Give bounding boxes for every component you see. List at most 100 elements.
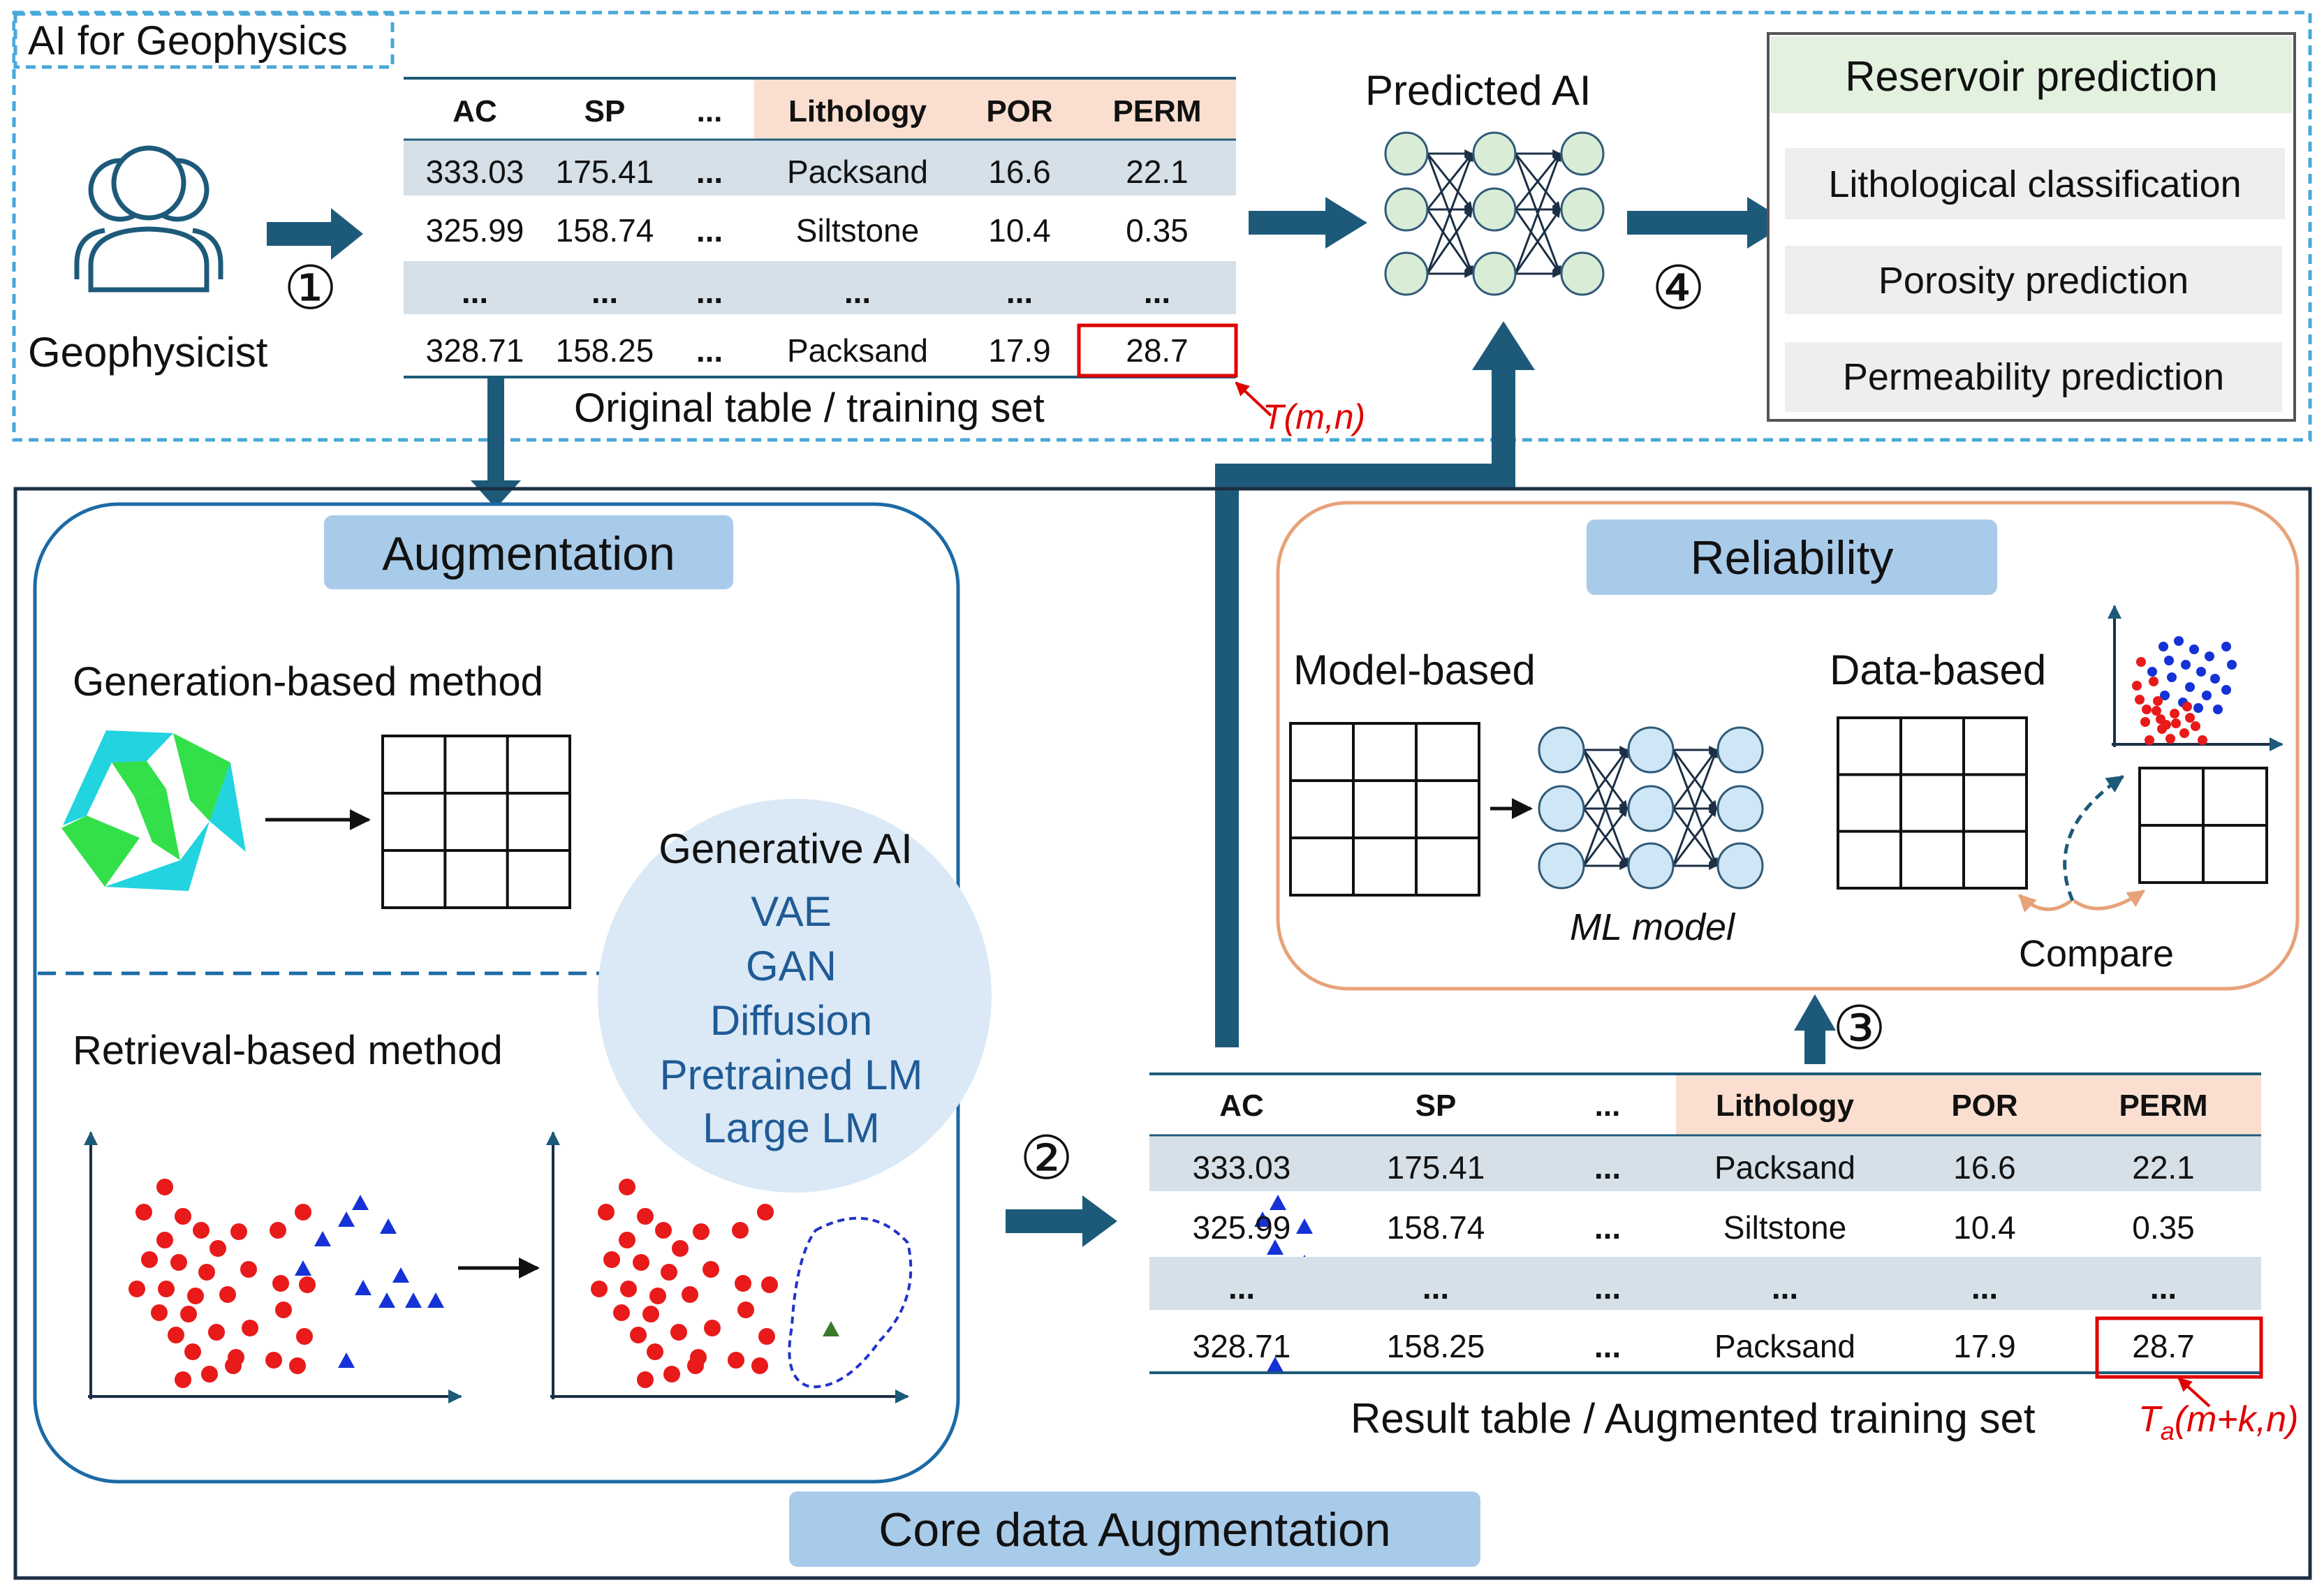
original-table-cell: 328.71 <box>426 332 524 369</box>
red-point <box>598 1204 615 1221</box>
original-table-cell: 158.25 <box>556 332 654 369</box>
red-point <box>151 1304 168 1321</box>
red-point <box>187 1288 204 1304</box>
result-table-cell: 325.99 <box>1193 1209 1291 1246</box>
red-point <box>649 1288 666 1304</box>
network-edge <box>1582 808 1628 867</box>
red-point <box>2140 717 2150 727</box>
network-node <box>1560 187 1605 232</box>
red-point <box>737 1302 754 1318</box>
ml-model-network <box>1538 726 1764 890</box>
green-point <box>823 1321 839 1336</box>
original-table-cell: ... <box>696 332 723 369</box>
grid-border <box>1837 716 2028 890</box>
original-table-cell: 22.1 <box>1126 154 1189 190</box>
result-table-cell: ... <box>1594 1328 1621 1364</box>
result-table-cell: ... <box>1971 1269 1998 1306</box>
original-table-cell: 333.03 <box>426 154 524 190</box>
red-point <box>2171 718 2181 728</box>
generated-table-grid <box>381 735 571 909</box>
red-point <box>209 1240 226 1257</box>
reliability-label-box <box>1587 519 1997 595</box>
red-point <box>2156 714 2165 724</box>
network-node <box>1472 251 1517 296</box>
blue-point <box>1270 1195 1286 1210</box>
original-table-cell: Packsand <box>787 332 928 369</box>
original-table-header-cell: AC <box>453 94 497 128</box>
result-table-cell: ... <box>1228 1269 1255 1306</box>
red-point <box>761 1276 778 1293</box>
red-point <box>751 1357 768 1374</box>
red-point <box>201 1366 218 1383</box>
red-point <box>230 1223 247 1240</box>
blue-point <box>2210 674 2220 684</box>
original-table-header-cell: Lithology <box>788 94 927 128</box>
result-table-cell: 158.74 <box>1387 1209 1485 1246</box>
original-table-cell: Packsand <box>787 154 928 190</box>
comparison-table-grid <box>2138 767 2268 884</box>
step2-arrow <box>1006 1195 1117 1247</box>
original-table-cell: ... <box>696 154 723 190</box>
blue-point <box>1267 1239 1284 1255</box>
scatter-after-axes <box>546 1131 909 1403</box>
step4-marker: ④ <box>1652 255 1705 322</box>
red-point <box>2152 706 2161 716</box>
red-point <box>272 1275 289 1292</box>
generation-method-label: Generation-based method <box>73 659 543 705</box>
red-point <box>2198 735 2207 745</box>
blue-point <box>295 1260 311 1276</box>
red-point <box>2185 713 2195 723</box>
data-based-label: Data-based <box>1830 647 2046 693</box>
red-point <box>630 1327 647 1343</box>
result-table-cell: 16.6 <box>1953 1149 2016 1186</box>
original-table-header-cell: SP <box>584 94 626 128</box>
scatter-before-axes <box>84 1131 462 1403</box>
red-point <box>642 1306 659 1322</box>
augmentation-label: Augmentation <box>382 527 675 580</box>
red-point <box>128 1281 145 1297</box>
red-point <box>289 1357 306 1374</box>
network-edge <box>1426 153 1473 210</box>
result-table-cell: Packsand <box>1714 1149 1855 1186</box>
original-table-cell: 158.74 <box>556 212 654 249</box>
blue-point <box>2205 651 2214 661</box>
result-table-cell: ... <box>1772 1269 1798 1306</box>
genai-item-gan: GAN <box>746 943 837 989</box>
result-table-header-cell: Lithology <box>1716 1089 1854 1123</box>
red-point <box>2153 696 2163 706</box>
result-table-cell: Siltstone <box>1723 1209 1846 1246</box>
red-point <box>198 1264 215 1281</box>
red-point <box>168 1327 184 1343</box>
original-table-cell: 175.41 <box>556 154 654 190</box>
blue-point <box>338 1352 355 1368</box>
red-point <box>2149 677 2158 686</box>
blue-point <box>1254 1211 1271 1227</box>
red-point <box>591 1281 608 1297</box>
network-edge <box>1426 209 1473 274</box>
red-point <box>193 1222 209 1239</box>
red-point <box>184 1343 201 1360</box>
red-point <box>2136 657 2146 667</box>
generative-ai-title: Generative AI <box>659 825 913 872</box>
blue-point <box>2213 705 2223 714</box>
blue-point <box>355 1280 372 1295</box>
result-table-cell: 0.35 <box>2132 1209 2195 1246</box>
result-table-header-cell: PERM <box>2119 1089 2207 1123</box>
red-point <box>647 1343 663 1360</box>
result-table-header-cell: POR <box>1951 1089 2017 1123</box>
generation-logo-icon <box>61 730 246 891</box>
generative-ai-bubble <box>598 799 992 1193</box>
compare-label: Compare <box>2019 933 2174 975</box>
result-caption: Result table / Augmented training set <box>1351 1395 2036 1442</box>
result-table-cell: ... <box>2150 1269 2177 1306</box>
result-table-cell: ... <box>1422 1269 1449 1306</box>
result-target-cell-highlight <box>2095 1316 2263 1379</box>
result-table-cell: 175.41 <box>1387 1149 1485 1186</box>
red-point <box>704 1320 721 1336</box>
red-point <box>180 1306 197 1322</box>
network-node <box>1627 785 1675 832</box>
step3-marker: ③ <box>1832 995 1886 1062</box>
red-point <box>242 1320 258 1336</box>
blue-point <box>2202 691 2212 700</box>
